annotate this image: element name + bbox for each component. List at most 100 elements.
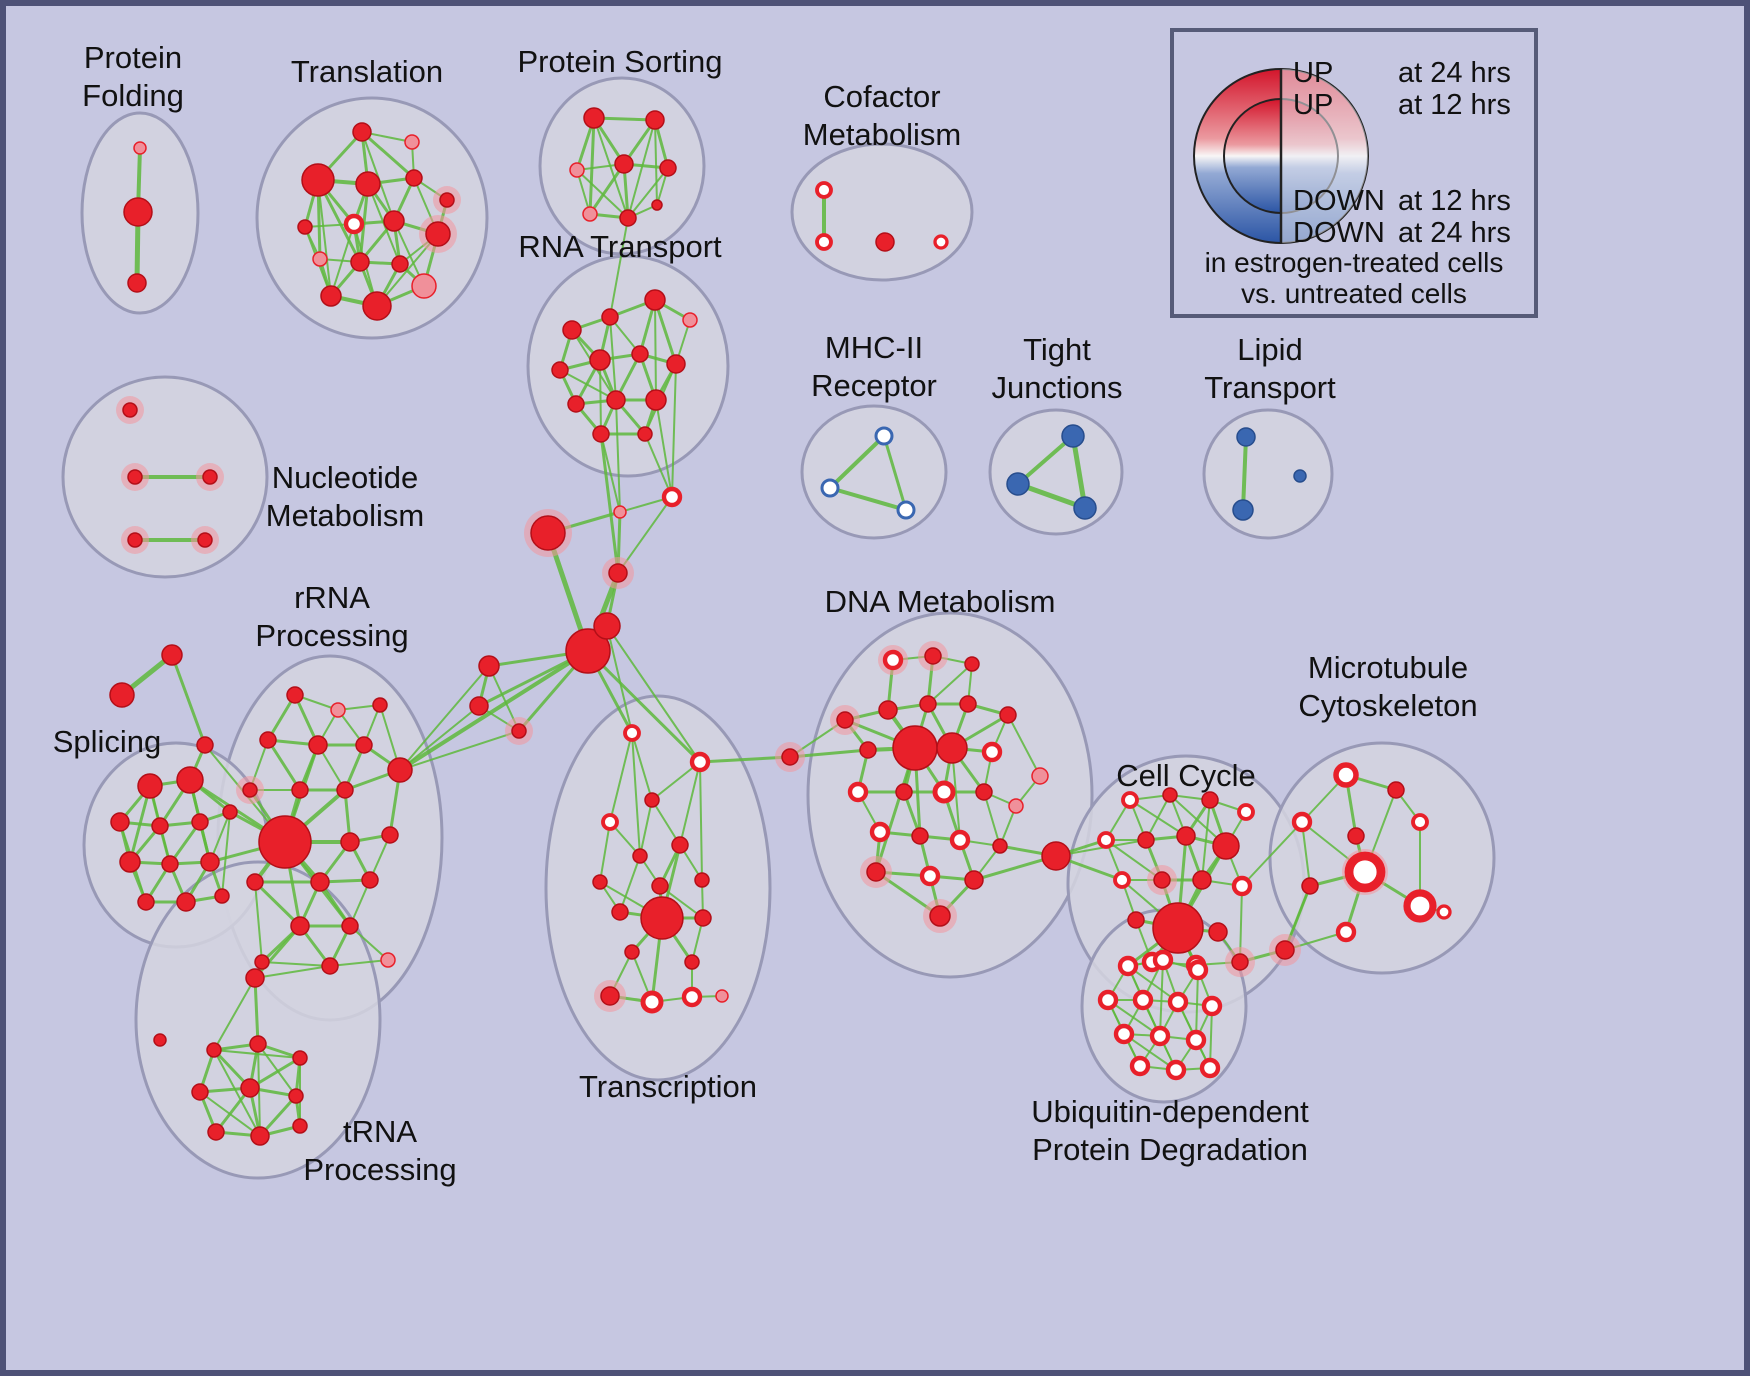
edge [627,119,656,219]
node [1152,902,1204,954]
node [601,813,619,831]
node [666,354,686,374]
edge [1016,434,1075,486]
node [1333,762,1359,788]
node [411,273,437,299]
edge [170,653,207,747]
legend-caption-line-0: in estrogen-treated cells [1205,247,1504,278]
node [623,724,641,742]
edge [257,1043,297,1097]
edge [699,761,703,881]
edge [593,117,629,219]
legend-row-2-time: at 12 hrs [1398,185,1511,217]
edge [1070,433,1088,511]
node [583,107,605,129]
edge [644,433,673,498]
node [1097,989,1119,1011]
node [959,695,977,713]
edge [619,855,641,913]
node [589,349,611,371]
node [682,312,698,328]
edge [254,881,263,963]
node [992,838,1008,854]
node [1293,469,1307,483]
node [320,285,342,307]
edge [599,432,620,575]
node [478,655,500,677]
node [200,852,220,872]
node [878,700,898,720]
legend-row-1-direction: UP [1293,89,1333,121]
node [121,463,149,491]
edge [615,399,621,513]
node [191,1083,209,1101]
node [321,957,339,975]
edge [606,625,633,734]
node [1031,767,1049,785]
edge [588,116,596,216]
edge [588,162,626,216]
edge [609,217,629,318]
node [137,893,155,911]
edge [1015,481,1088,511]
node [1208,922,1228,942]
edge [927,663,973,705]
node [355,736,373,754]
node [815,181,833,199]
edge [659,885,704,919]
node [775,742,805,772]
edge [1241,435,1248,512]
node [1061,424,1085,448]
node [830,705,860,735]
node [387,757,413,783]
cluster-rna-transport-label: RNA Transport [518,229,722,264]
node [1162,787,1178,803]
node [121,526,149,554]
node [892,725,938,771]
node [343,213,365,235]
node [250,1126,270,1146]
edge [1127,965,1179,1003]
node [290,916,310,936]
node [592,874,608,890]
edge [600,433,621,513]
node [975,783,993,801]
edge [317,179,332,297]
node [222,804,238,820]
edge [1209,1005,1213,1069]
cluster-dna-metabolism-label: DNA Metabolism [825,584,1056,619]
node [1225,947,1255,977]
node [1149,1025,1171,1047]
node [874,426,894,446]
node [1041,841,1071,871]
node [176,892,196,912]
node [433,186,461,214]
node [312,251,328,267]
node [1347,827,1365,845]
node [923,899,957,933]
node [1165,1059,1187,1081]
edge [983,791,1001,847]
node [1335,921,1357,943]
node [847,781,869,803]
node [1132,989,1154,1011]
node [567,395,585,413]
edge [213,1049,261,1137]
node [614,154,634,174]
node [127,273,147,293]
node [869,821,891,843]
edge [399,705,480,771]
legend-row-3-time: at 24 hrs [1398,217,1511,249]
node [1073,496,1097,520]
node [246,873,264,891]
edge [655,399,673,498]
node [372,697,388,713]
cluster-splicing-label: Splicing [53,724,162,759]
edge [606,625,701,763]
